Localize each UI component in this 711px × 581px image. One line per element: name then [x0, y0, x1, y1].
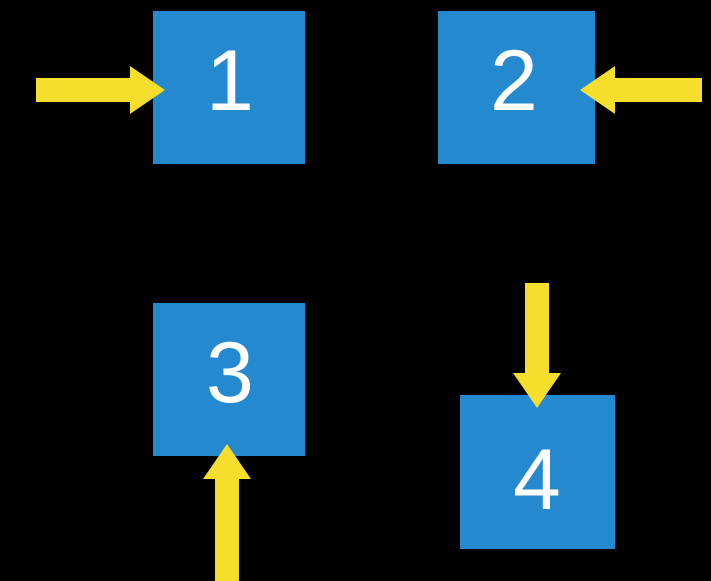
node-label-2: 2: [490, 33, 538, 129]
arrow-left-into-node-2: [580, 66, 702, 114]
arrow-right-into-node-1: [36, 66, 165, 114]
arrow-up-into-node-3: [203, 444, 251, 581]
node-box-3[interactable]: [153, 303, 305, 456]
node-label-4: 4: [513, 432, 561, 528]
arrow-down-into-node-4: [513, 283, 561, 408]
node-box-4[interactable]: [460, 395, 615, 549]
node-label-3: 3: [206, 325, 254, 421]
node-box-2[interactable]: [438, 11, 595, 164]
node-label-1: 1: [206, 33, 254, 129]
node-box-1[interactable]: [153, 11, 305, 164]
